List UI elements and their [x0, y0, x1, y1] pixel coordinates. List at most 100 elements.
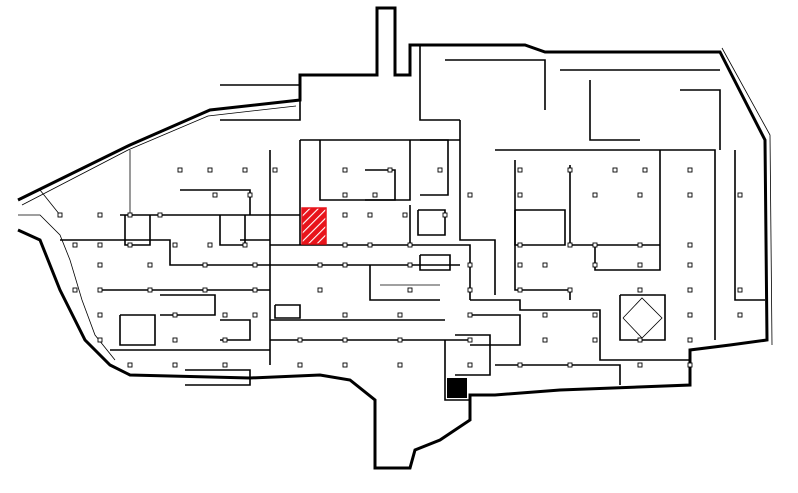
column-marker: [397, 362, 403, 368]
column-marker: [517, 167, 523, 173]
column-marker: [542, 262, 548, 268]
column-marker: [247, 192, 253, 198]
column-marker: [467, 192, 473, 198]
column-marker: [517, 192, 523, 198]
column-marker: [172, 242, 178, 248]
column-marker: [72, 242, 78, 248]
column-marker: [592, 192, 598, 198]
column-marker: [637, 192, 643, 198]
column-marker: [467, 287, 473, 293]
column-marker: [407, 287, 413, 293]
column-marker: [467, 362, 473, 368]
column-marker: [72, 287, 78, 293]
outer-walls: [17, 6, 773, 470]
column-marker: [567, 242, 573, 248]
column-marker: [342, 337, 348, 343]
column-marker: [127, 242, 133, 248]
column-marker: [242, 167, 248, 173]
column-marker: [202, 287, 208, 293]
column-marker: [242, 242, 248, 248]
column-marker: [737, 312, 743, 318]
column-marker: [342, 242, 348, 248]
column-marker: [642, 167, 648, 173]
column-marker: [252, 262, 258, 268]
column-marker: [402, 212, 408, 218]
column-marker: [467, 262, 473, 268]
column-marker: [592, 337, 598, 343]
column-marker: [317, 262, 323, 268]
column-marker: [592, 242, 598, 248]
column-marker: [637, 362, 643, 368]
column-marker: [342, 212, 348, 218]
column-marker: [637, 287, 643, 293]
column-marker: [207, 242, 213, 248]
column-marker: [202, 262, 208, 268]
column-marker: [342, 312, 348, 318]
column-marker: [272, 167, 278, 173]
column-marker: [517, 362, 523, 368]
column-marker: [97, 337, 103, 343]
column-marker: [687, 337, 693, 343]
column-marker: [172, 337, 178, 343]
column-marker: [397, 312, 403, 318]
column-marker: [517, 287, 523, 293]
column-marker: [252, 287, 258, 293]
column-marker: [97, 242, 103, 248]
column-marker: [157, 212, 163, 218]
column-marker: [637, 242, 643, 248]
column-marker: [297, 362, 303, 368]
column-marker: [207, 167, 213, 173]
column-marker: [372, 192, 378, 198]
column-marker: [637, 337, 643, 343]
column-marker: [127, 212, 133, 218]
column-marker: [637, 262, 643, 268]
columns: [57, 167, 743, 368]
column-marker: [737, 287, 743, 293]
column-marker: [687, 312, 693, 318]
column-marker: [542, 312, 548, 318]
column-marker: [222, 337, 228, 343]
column-marker: [687, 242, 693, 248]
highlighted-room[interactable]: [301, 207, 327, 245]
column-marker: [687, 362, 693, 368]
column-marker: [172, 312, 178, 318]
column-marker: [97, 262, 103, 268]
column-marker: [127, 362, 133, 368]
column-marker: [317, 287, 323, 293]
column-marker: [97, 312, 103, 318]
column-marker: [252, 312, 258, 318]
column-marker: [342, 262, 348, 268]
column-marker: [97, 212, 103, 218]
column-marker: [592, 312, 598, 318]
column-marker: [97, 287, 103, 293]
column-marker: [147, 287, 153, 293]
column-marker: [567, 167, 573, 173]
column-marker: [517, 242, 523, 248]
column-marker: [147, 262, 153, 268]
column-marker: [592, 262, 598, 268]
column-marker: [387, 167, 393, 173]
column-marker: [687, 262, 693, 268]
column-marker: [222, 312, 228, 318]
column-marker: [222, 362, 228, 368]
column-marker: [737, 192, 743, 198]
column-marker: [177, 167, 183, 173]
column-marker: [687, 192, 693, 198]
column-marker: [397, 337, 403, 343]
stair-block: [447, 378, 467, 398]
column-marker: [342, 362, 348, 368]
column-marker: [542, 337, 548, 343]
column-marker: [342, 192, 348, 198]
column-marker: [612, 167, 618, 173]
column-marker: [367, 212, 373, 218]
column-marker: [437, 167, 443, 173]
column-marker: [467, 337, 473, 343]
column-marker: [297, 337, 303, 343]
column-marker: [442, 212, 448, 218]
column-marker: [407, 242, 413, 248]
interior-walls: [39, 45, 765, 401]
column-marker: [687, 287, 693, 293]
column-marker: [467, 312, 473, 318]
column-marker: [212, 192, 218, 198]
